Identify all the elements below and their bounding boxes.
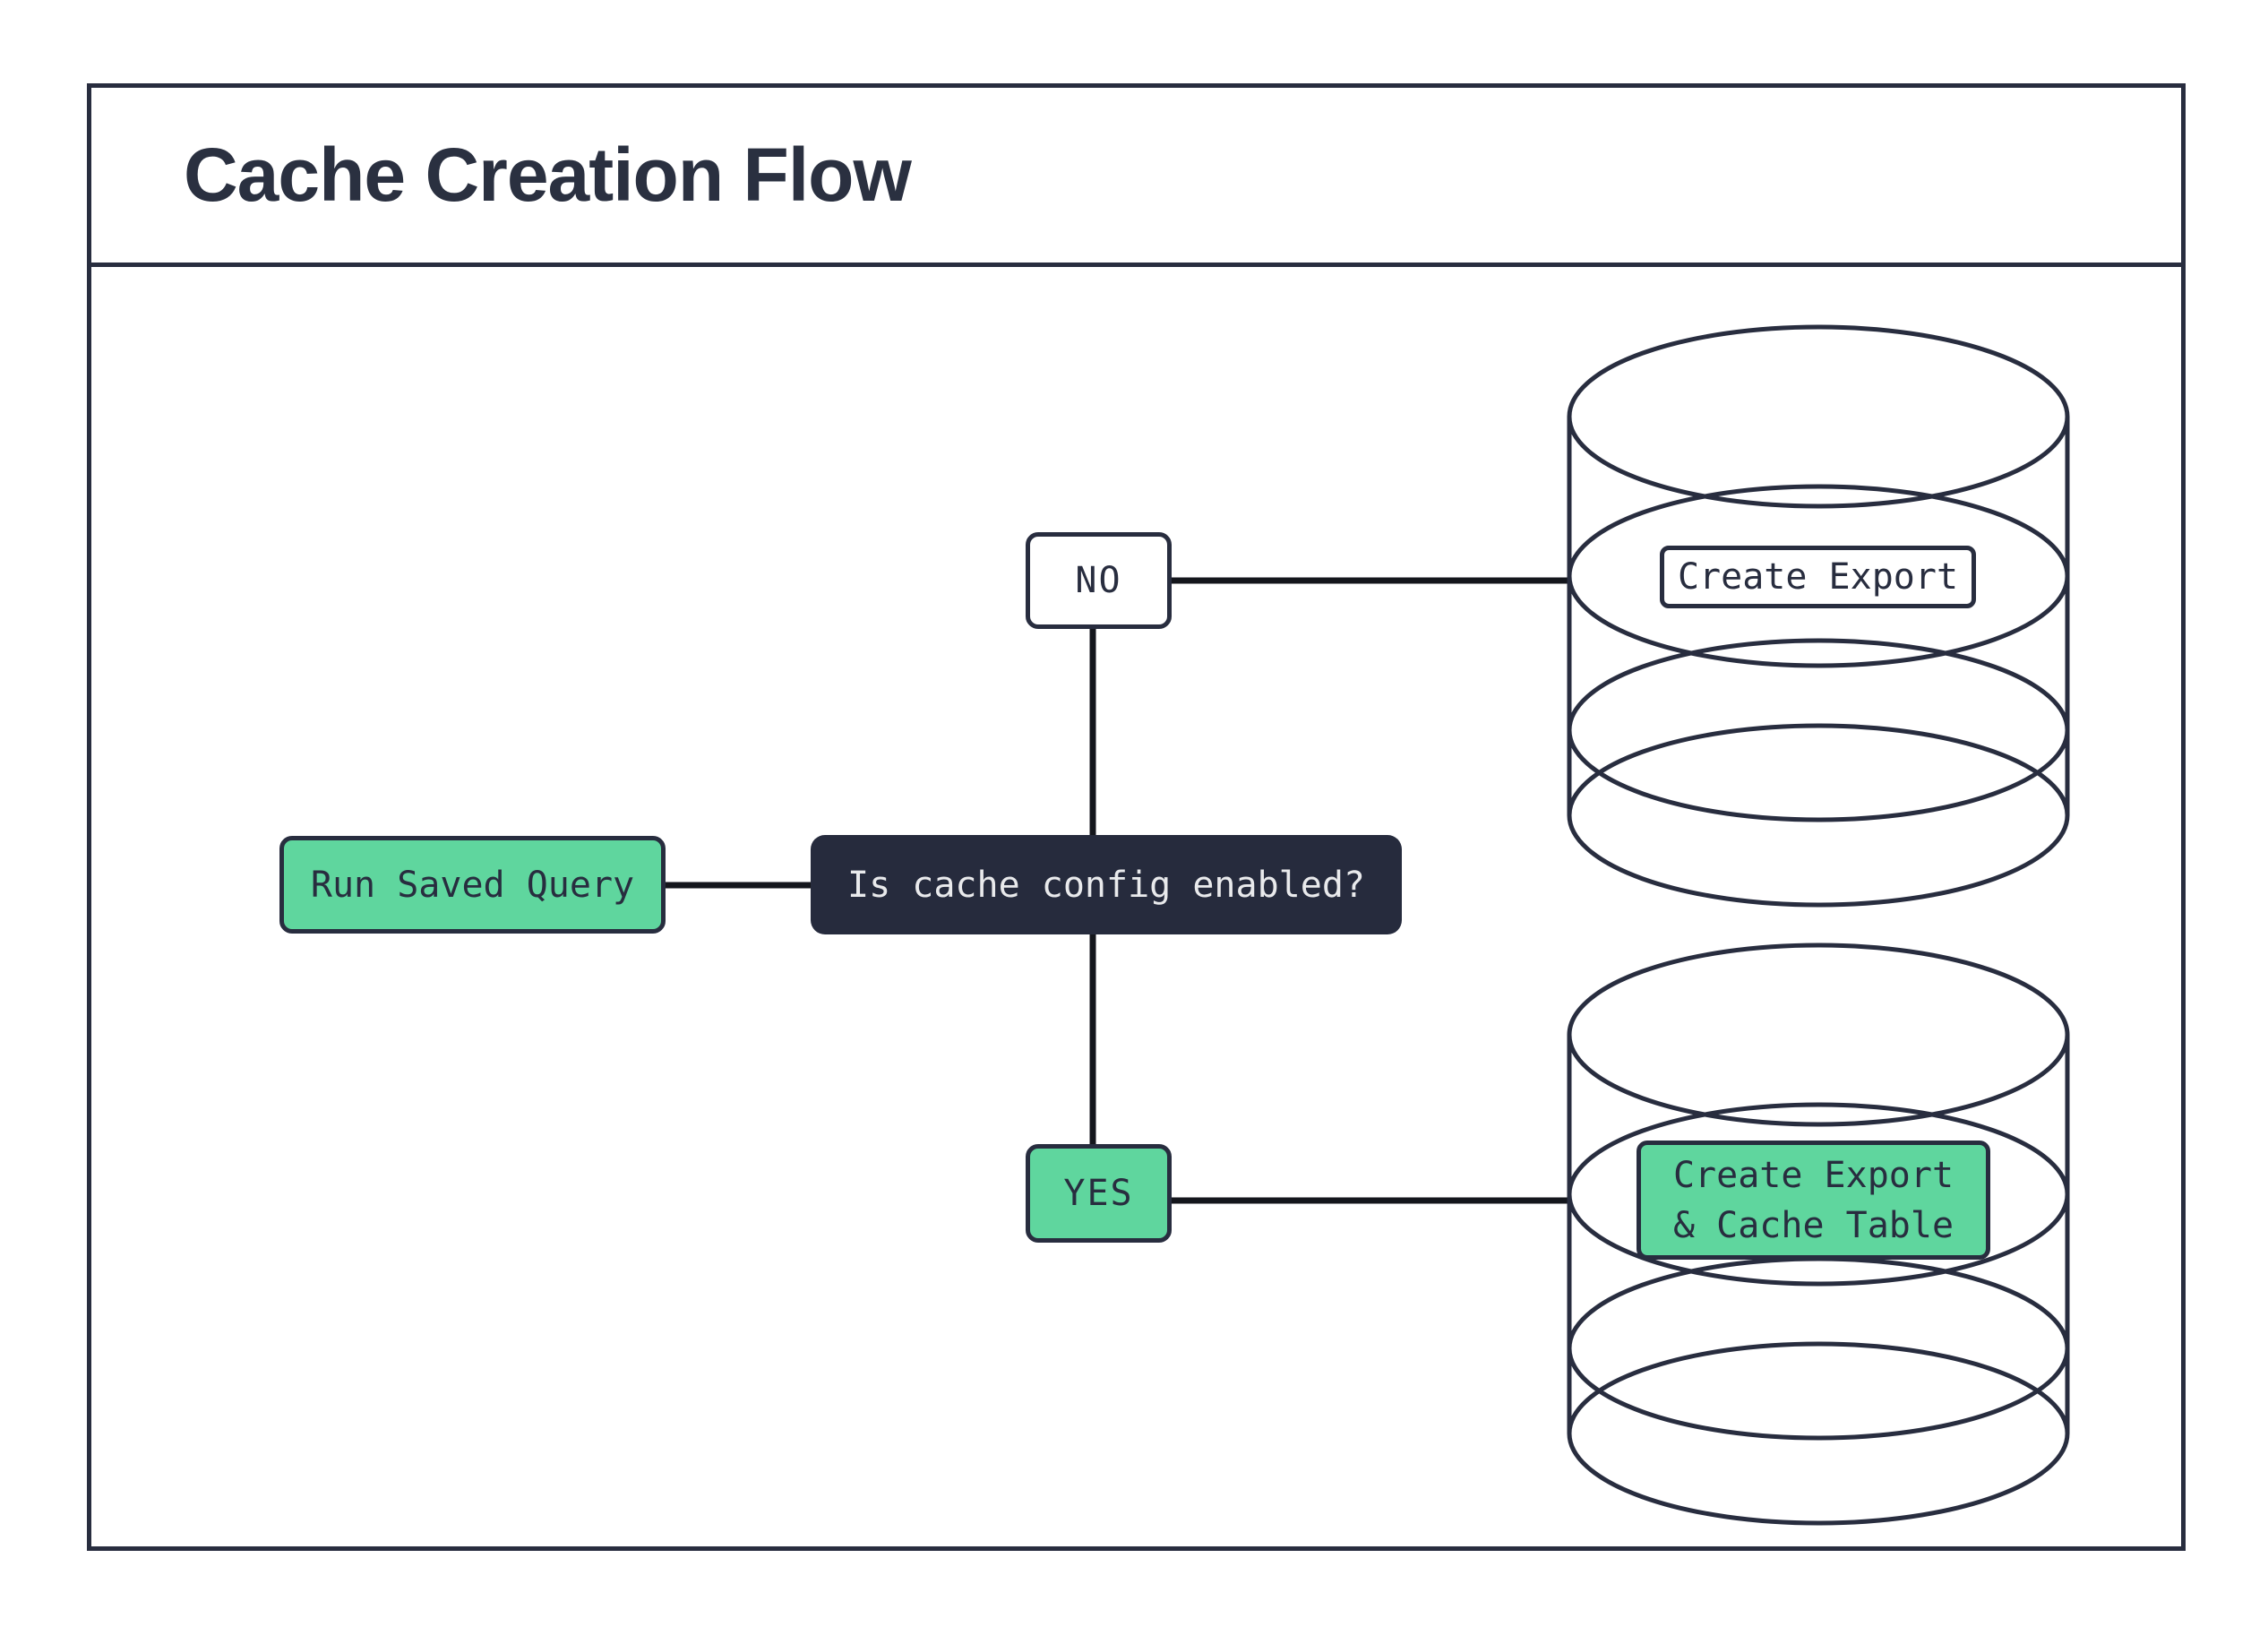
- node-branch-no-label: NO: [1075, 560, 1122, 601]
- node-run-saved-query-label: Run Saved Query: [310, 864, 635, 906]
- diagram-frame: Cache Creation Flow: [87, 83, 2186, 1551]
- node-create-export-label: Create Export: [1677, 556, 1959, 598]
- node-create-export-cache-line1: Create Export: [1672, 1154, 1954, 1196]
- node-branch-yes-label: YES: [1063, 1173, 1134, 1214]
- node-run-saved-query: Run Saved Query: [279, 836, 666, 934]
- node-branch-yes: YES: [1026, 1144, 1172, 1243]
- node-create-export-cache-table: Create Export & Cache Table: [1637, 1141, 1990, 1260]
- title-bar: Cache Creation Flow: [91, 88, 2181, 267]
- connector-lines: [666, 577, 1569, 1204]
- node-create-export: Create Export: [1660, 546, 1976, 608]
- node-create-export-cache-line2: & Cache Table: [1672, 1204, 1954, 1246]
- node-decision-cache-config: Is cache config enabled?: [811, 835, 1402, 934]
- database-icon-export: [1567, 324, 2070, 908]
- page-title: Cache Creation Flow: [184, 133, 912, 217]
- node-decision-label: Is cache config enabled?: [847, 864, 1365, 906]
- node-branch-no: NO: [1026, 532, 1172, 629]
